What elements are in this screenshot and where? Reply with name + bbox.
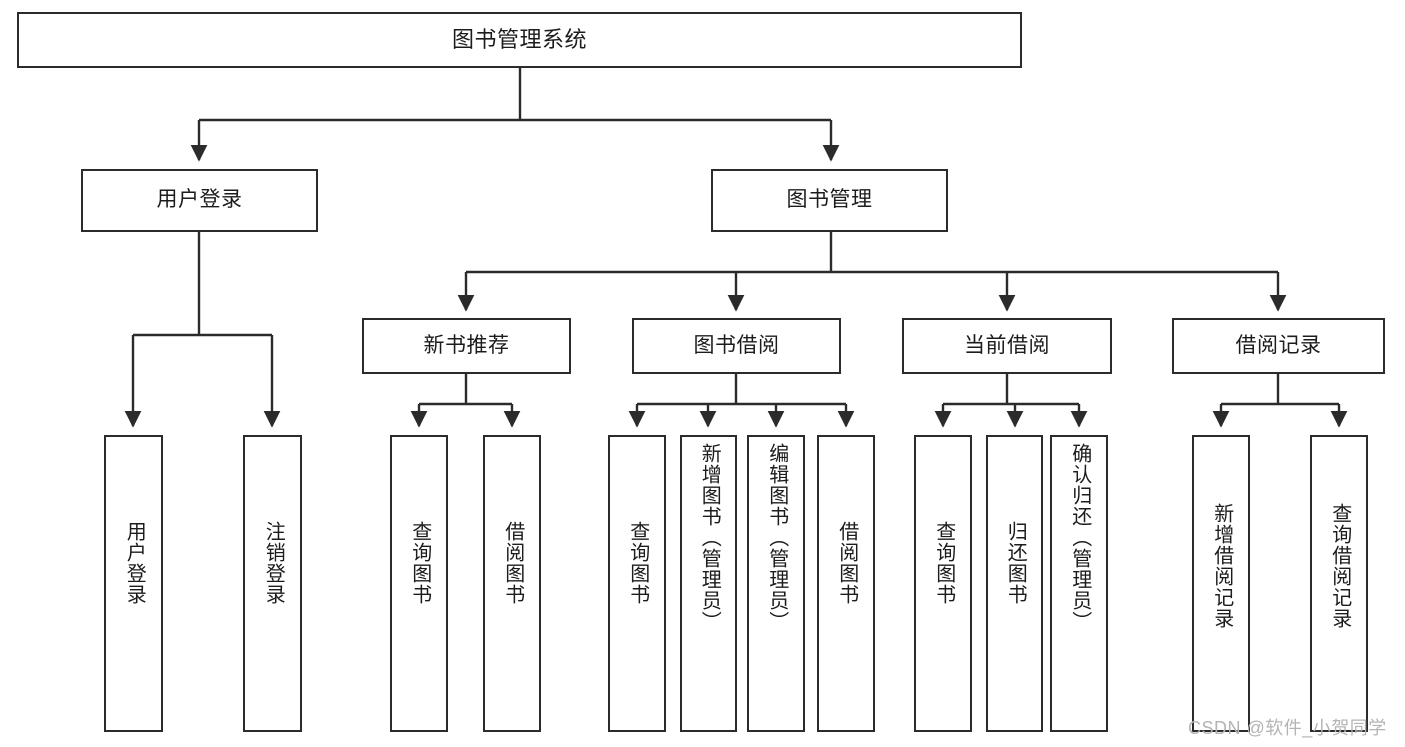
leaf-borrow-book-recommend[interactable]: 借阅图书 — [483, 435, 541, 732]
node-label: 借阅图书 — [501, 521, 524, 605]
leaf-query-borrow-record[interactable]: 查询借阅记录 — [1310, 435, 1368, 732]
node-label: 新增借阅记录 — [1210, 503, 1233, 629]
leaf-add-book-admin[interactable]: 新增图书（管理员） — [680, 435, 737, 732]
leaf-return-book[interactable]: 归还图书 — [986, 435, 1043, 732]
node-label: 确认归还（管理员） — [1068, 443, 1091, 632]
node-label: 编辑图书（管理员） — [765, 443, 788, 632]
leaf-confirm-return-admin[interactable]: 确认归还（管理员） — [1050, 435, 1108, 732]
node-current-borrow[interactable]: 当前借阅 — [902, 318, 1112, 374]
leaf-edit-book-admin[interactable]: 编辑图书（管理员） — [747, 435, 805, 732]
leaf-user-login[interactable]: 用户登录 — [104, 435, 163, 732]
node-label: 新书推荐 — [423, 333, 510, 357]
leaf-query-book-current[interactable]: 查询图书 — [914, 435, 972, 732]
leaf-query-book[interactable]: 查询图书 — [608, 435, 666, 732]
node-root-system[interactable]: 图书管理系统 — [17, 12, 1022, 68]
node-new-book-recommend[interactable]: 新书推荐 — [362, 318, 571, 374]
node-label: 查询图书 — [408, 521, 431, 605]
node-label: 图书借阅 — [693, 333, 780, 357]
node-label: 图书管理 — [786, 188, 873, 212]
node-label: 借阅记录 — [1235, 333, 1322, 357]
leaf-logout[interactable]: 注销登录 — [243, 435, 302, 732]
node-label: 查询借阅记录 — [1328, 503, 1351, 629]
node-label: 借阅图书 — [835, 521, 858, 605]
node-borrow-record[interactable]: 借阅记录 — [1172, 318, 1385, 374]
leaf-query-book-recommend[interactable]: 查询图书 — [390, 435, 448, 732]
node-label: 查询图书 — [932, 521, 955, 605]
node-label: 当前借阅 — [964, 333, 1050, 357]
node-label: 归还图书 — [1004, 521, 1027, 605]
leaf-borrow-book[interactable]: 借阅图书 — [817, 435, 875, 732]
node-user-login[interactable]: 用户登录 — [81, 169, 318, 232]
node-label: 注销登录 — [262, 521, 285, 605]
node-label: 图书管理系统 — [451, 27, 587, 53]
node-book-borrow[interactable]: 图书借阅 — [632, 318, 841, 374]
watermark: CSDN @软件_小贺同学 — [1188, 718, 1387, 738]
node-label: 查询图书 — [626, 521, 649, 605]
node-label: 新增图书（管理员） — [698, 443, 721, 632]
node-label: 用户登录 — [123, 521, 146, 605]
node-label: 用户登录 — [156, 188, 243, 212]
leaf-add-borrow-record[interactable]: 新增借阅记录 — [1192, 435, 1250, 732]
node-book-management[interactable]: 图书管理 — [711, 169, 948, 232]
